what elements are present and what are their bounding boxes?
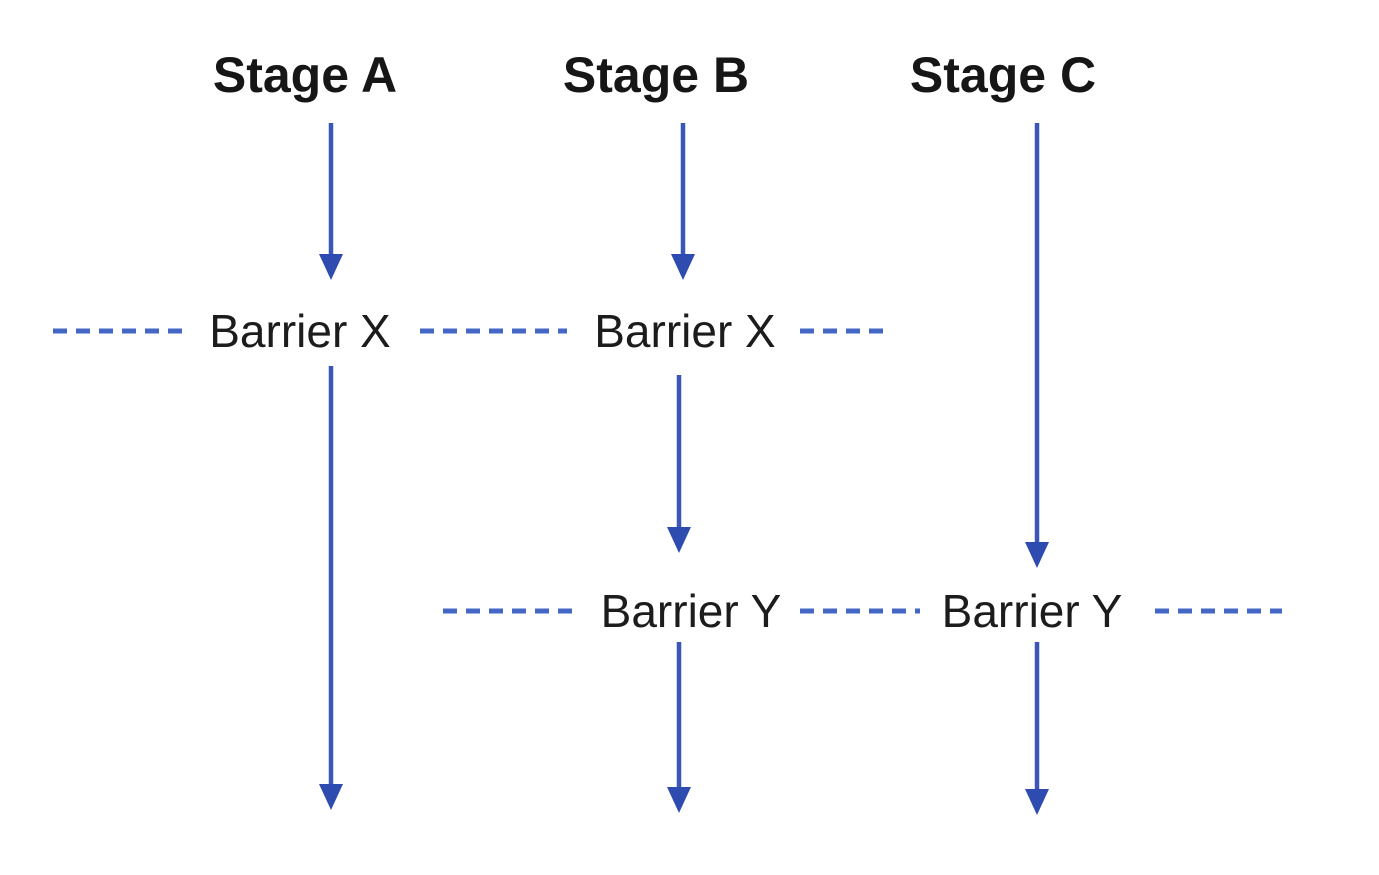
barrier-x-stage-b-label: Barrier X	[594, 305, 775, 357]
stage-a-label: Stage A	[213, 47, 397, 103]
stage-b-label: Stage B	[563, 47, 749, 103]
stage-b-arrow-middle-arrowhead-icon	[667, 527, 691, 553]
barrier-y-stage-b-label: Barrier Y	[601, 585, 782, 637]
stage-c-arrow-top-arrowhead-icon	[1025, 542, 1049, 568]
barrier-y-stage-c-label: Barrier Y	[942, 585, 1123, 637]
stage-c-arrow-bottom-arrowhead-icon	[1025, 789, 1049, 815]
stage-b-arrow-bottom-arrowhead-icon	[667, 787, 691, 813]
stage-b-arrow-top-arrowhead-icon	[671, 254, 695, 280]
barrier-x-stage-a-label: Barrier X	[209, 305, 390, 357]
stage-a-arrow-top-arrowhead-icon	[319, 254, 343, 280]
stage-a-arrow-bottom-arrowhead-icon	[319, 784, 343, 810]
stage-c-label: Stage C	[910, 47, 1096, 103]
